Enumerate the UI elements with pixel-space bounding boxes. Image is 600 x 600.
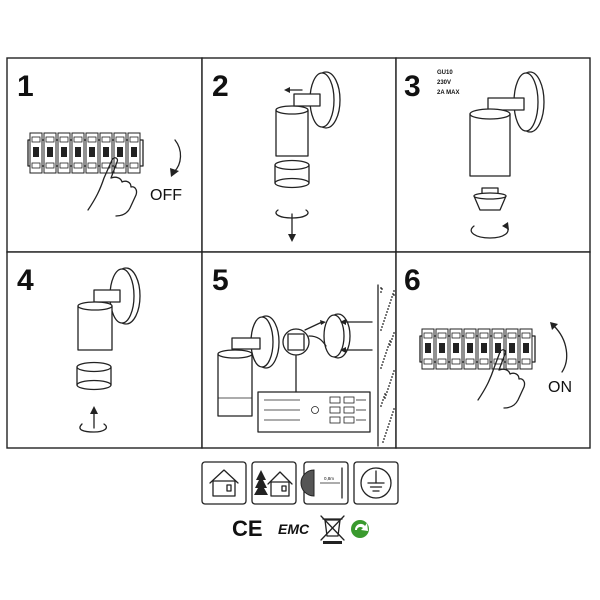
emc-mark: EMC bbox=[278, 521, 310, 537]
detached-shade-ring-icon bbox=[274, 159, 310, 189]
step-3-panel: 3 GU10 230V 2A MAX bbox=[395, 57, 591, 253]
step-1-caption: OFF bbox=[150, 187, 182, 204]
step-4-number: 4 bbox=[17, 264, 34, 297]
breaker-module bbox=[85, 132, 99, 174]
bulb-spec-line-3: 2A MAX bbox=[437, 90, 459, 96]
symbol-row: 0,8m bbox=[201, 461, 399, 505]
bulb-spec-line-1: GU10 bbox=[437, 70, 453, 76]
hand-icon bbox=[477, 349, 526, 409]
breaker-module bbox=[71, 132, 85, 174]
wall-lamp-icon bbox=[77, 267, 141, 351]
step-6-caption: ON bbox=[548, 379, 572, 396]
wall-lamp-icon bbox=[469, 71, 545, 177]
step-2-panel: 2 bbox=[201, 57, 397, 253]
step-6-number: 6 bbox=[404, 264, 421, 297]
step-5-number: 5 bbox=[212, 264, 229, 297]
ce-mark: CE bbox=[232, 516, 263, 541]
step-3-number: 3 bbox=[404, 70, 421, 103]
wall-screw-icon bbox=[340, 319, 373, 353]
terminal-icon bbox=[343, 406, 355, 414]
mounting-plate-icon bbox=[323, 313, 351, 359]
terminal-icon bbox=[329, 396, 341, 404]
wall-lamp-icon bbox=[217, 315, 280, 417]
step-2-number: 2 bbox=[212, 70, 229, 103]
breaker-module bbox=[477, 328, 491, 370]
terminal-icon bbox=[343, 416, 355, 424]
connector-block-icon bbox=[282, 320, 327, 356]
terminal-icon bbox=[329, 406, 341, 414]
green-recycle-icon bbox=[351, 520, 369, 538]
rotate-up-arrow-icon bbox=[79, 423, 108, 433]
breaker-module bbox=[127, 132, 141, 174]
hand-icon bbox=[87, 157, 138, 217]
breaker-module bbox=[519, 328, 533, 370]
breaker-module bbox=[435, 328, 449, 370]
shade-ring-icon bbox=[76, 361, 112, 391]
rotate-arrow-icon bbox=[470, 225, 509, 239]
distance-label: 0,8m bbox=[324, 476, 334, 481]
breaker-module bbox=[43, 132, 57, 174]
indoor-house-icon bbox=[201, 461, 247, 505]
breaker-module bbox=[505, 328, 519, 370]
wall-lamp-icon bbox=[275, 71, 341, 157]
protective-earth-icon bbox=[353, 461, 399, 505]
outdoor-house-tree-icon bbox=[251, 461, 297, 505]
breaker-module bbox=[421, 328, 435, 370]
step-6-panel: 6 ON bbox=[395, 251, 591, 449]
bulb-spec-line-2: 230V bbox=[437, 80, 451, 86]
rotate-down-arrow-icon bbox=[173, 139, 182, 173]
certification-row: CE EMC bbox=[232, 515, 369, 544]
step-1-number: 1 bbox=[17, 70, 34, 103]
step-5-panel: 5 bbox=[201, 251, 397, 449]
breaker-module bbox=[463, 328, 477, 370]
rotate-up-arrow-icon bbox=[553, 325, 568, 373]
breaker-module bbox=[29, 132, 43, 174]
breaker-panel-on bbox=[419, 328, 536, 370]
wiring-detail-box bbox=[257, 355, 371, 433]
breaker-panel-off bbox=[27, 132, 144, 174]
breaker-module bbox=[57, 132, 71, 174]
step-4-panel: 4 bbox=[6, 251, 203, 449]
crossed-out-bin-icon bbox=[320, 515, 345, 544]
wall-surface bbox=[377, 284, 395, 447]
breaker-module bbox=[449, 328, 463, 370]
terminal-icon bbox=[329, 416, 341, 424]
earth-symbol-icon bbox=[311, 406, 319, 414]
distance-0-8m-icon: 0,8m bbox=[300, 461, 349, 505]
gu10-bulb-icon bbox=[473, 187, 507, 211]
breaker-module bbox=[491, 328, 505, 370]
terminal-icon bbox=[343, 396, 355, 404]
breaker-module bbox=[99, 132, 113, 174]
step-1-panel: 1 OFF bbox=[6, 57, 203, 253]
